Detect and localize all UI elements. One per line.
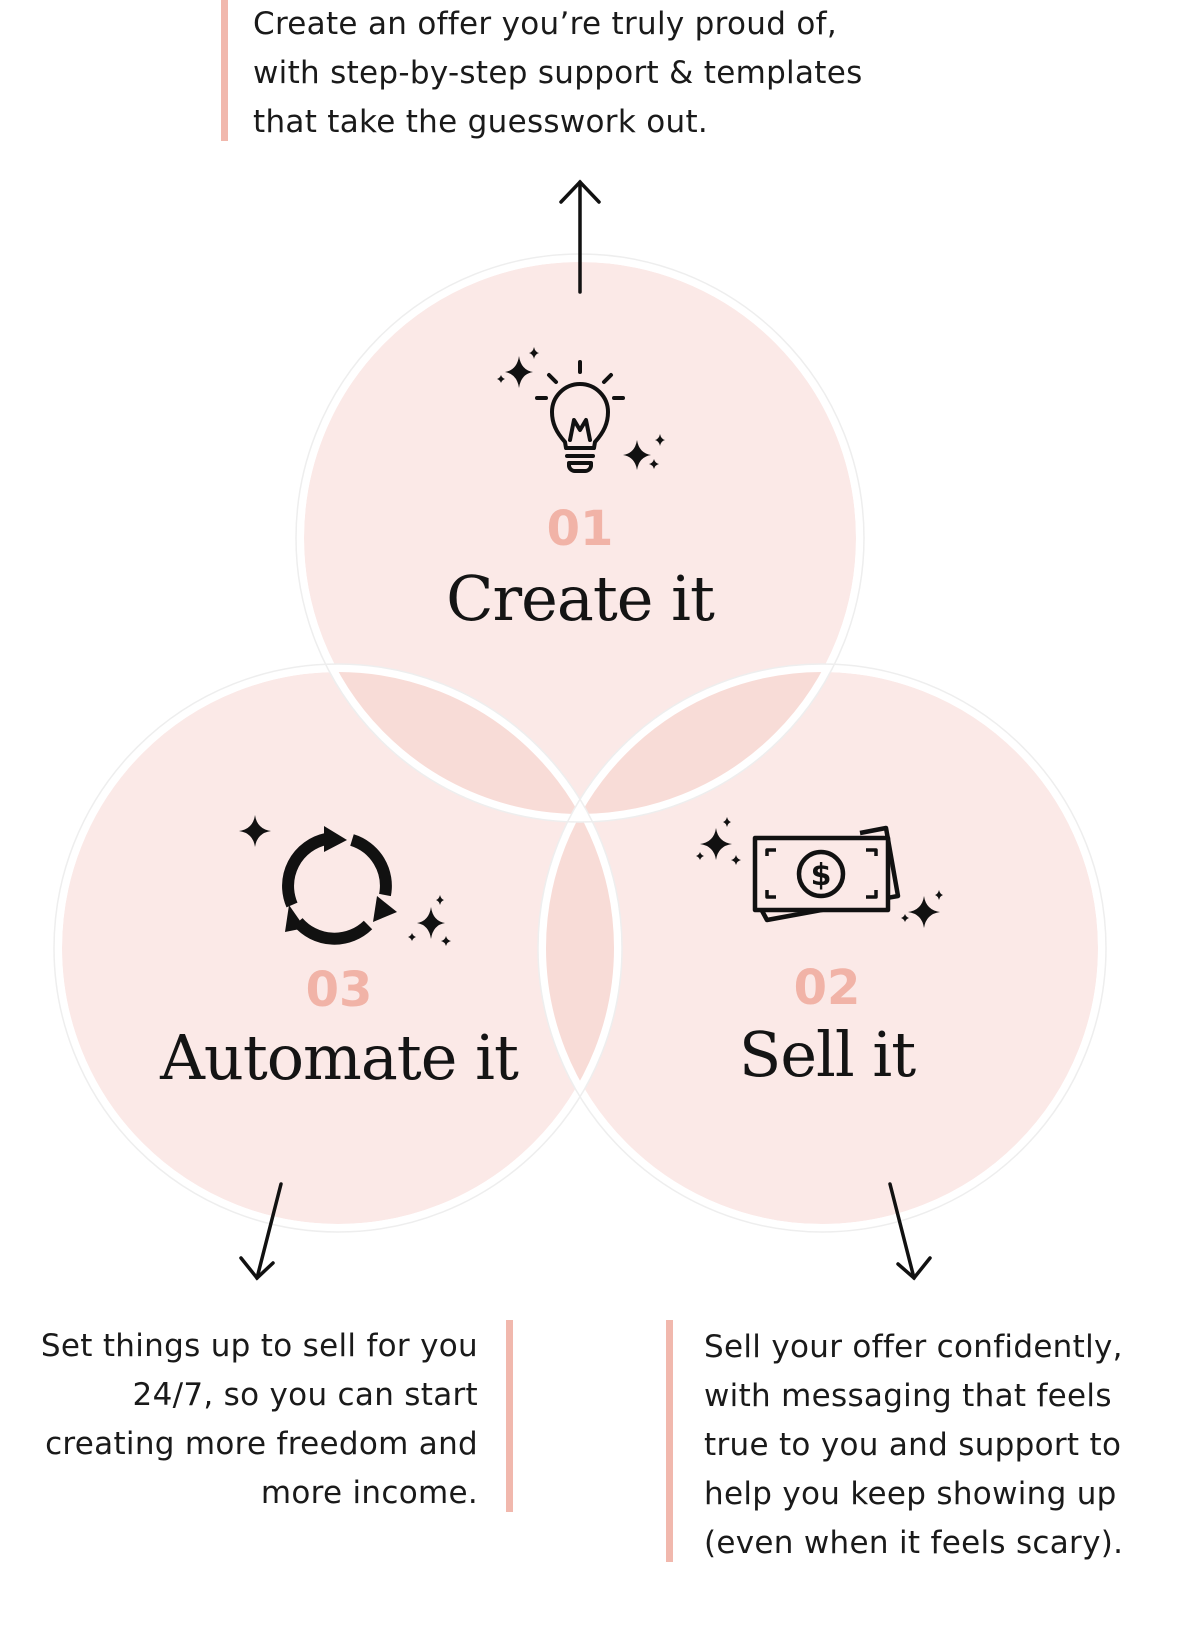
create-description: Create an offer you’re truly proud of, w… (253, 0, 863, 147)
step-title-create: Create it (446, 562, 715, 635)
create-description-line: Create an offer you’re truly proud of, (253, 6, 838, 42)
sell-description-line: help you keep showing up (704, 1476, 1117, 1512)
svg-text:$: $ (811, 858, 832, 893)
arrow-up-icon (559, 179, 601, 294)
sell-description-line: Sell your offer confidently, (704, 1329, 1123, 1365)
cycle-arrowheads (285, 826, 397, 932)
money-icon: $ (752, 825, 901, 923)
step-number-automate: 03 (306, 962, 373, 1018)
step-title-automate: Automate it (159, 1021, 519, 1094)
arrow-down-right-icon (888, 1182, 932, 1281)
automate-description-line: more income. (260, 1475, 478, 1511)
automate-description: Set things up to sell for you 24/7, so y… (41, 1322, 478, 1518)
automate-description-line: 24/7, so you can start (132, 1377, 478, 1413)
sell-description-line: (even when it feels scary). (704, 1525, 1124, 1561)
sparkle-icon (497, 347, 665, 470)
sparkle-icon (239, 815, 451, 946)
step-title-sell: Sell it (739, 1018, 916, 1091)
step-number-create: 01 (547, 501, 614, 557)
automate-description-line: Set things up to sell for you (40, 1328, 478, 1364)
sparkle-icon (696, 817, 943, 928)
sell-description-line: true to you and support to (704, 1427, 1122, 1463)
automate-description-line: creating more freedom and (45, 1426, 478, 1462)
bottom-left-accent-bar (506, 1320, 513, 1512)
lightbulb-icon (535, 360, 625, 473)
top-accent-bar (221, 0, 228, 141)
create-description-line: that take the guesswork out. (253, 104, 709, 140)
sell-description-line: with messaging that feels (704, 1378, 1112, 1414)
bottom-right-accent-bar (666, 1320, 673, 1562)
cycle-arrows-icon (282, 833, 392, 945)
step-number-sell: 02 (794, 960, 861, 1016)
create-description-line: with step-by-step support & templates (253, 55, 863, 91)
arrow-down-left-icon (239, 1182, 283, 1281)
sell-description: Sell your offer confidently, with messag… (704, 1323, 1123, 1568)
